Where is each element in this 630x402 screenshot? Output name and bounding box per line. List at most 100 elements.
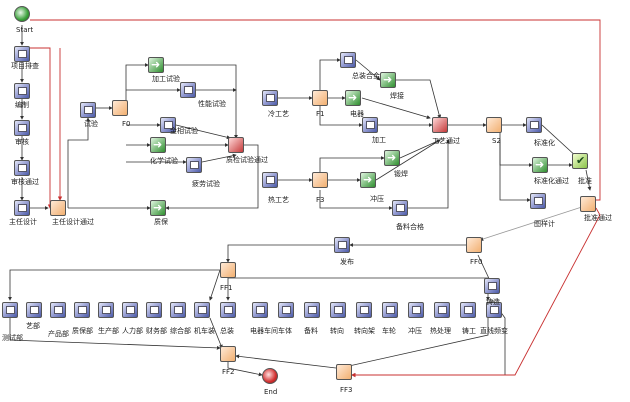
workshop-node[interactable] — [220, 302, 236, 318]
metal-test-node[interactable] — [160, 117, 176, 133]
quality-node[interactable] — [150, 200, 166, 216]
dept-node[interactable] — [26, 302, 42, 318]
node-label: F1 — [316, 110, 325, 118]
review-node[interactable] — [14, 120, 30, 136]
edit-node[interactable] — [14, 83, 30, 99]
workshop-node[interactable] — [278, 302, 294, 318]
edge — [201, 153, 237, 163]
dept-node[interactable] — [170, 302, 186, 318]
approve-pass-node[interactable] — [580, 196, 596, 212]
node-label: 加工试验 — [152, 75, 180, 83]
project-init-node[interactable] — [14, 46, 30, 62]
node-label: 批准 — [578, 177, 592, 185]
workshop-node[interactable] — [408, 302, 424, 318]
material-node[interactable] — [392, 200, 408, 216]
edge — [375, 139, 441, 181]
perf-test-node[interactable] — [180, 82, 196, 98]
node-label: 车体 — [278, 327, 292, 335]
f0-node[interactable] — [112, 100, 128, 116]
press-node[interactable] — [360, 172, 376, 188]
f3-node[interactable] — [312, 172, 328, 188]
test-pass-node[interactable] — [228, 137, 244, 153]
casting-node[interactable] — [340, 52, 356, 68]
dept-node[interactable] — [194, 302, 210, 318]
workshop-node[interactable] — [330, 302, 346, 318]
reject-edge — [30, 47, 53, 209]
workshop-node[interactable] — [356, 302, 372, 318]
cold-process-node[interactable] — [262, 90, 278, 106]
node-label: 热处理 — [430, 327, 451, 335]
node-label: 性能试验 — [198, 100, 226, 108]
end-node[interactable] — [262, 368, 278, 384]
loop-node[interactable] — [484, 278, 500, 294]
start-node[interactable] — [14, 6, 30, 22]
release-node[interactable] — [334, 237, 350, 253]
node-label: 标准化通过 — [534, 177, 569, 185]
workshop-node[interactable] — [434, 302, 450, 318]
chem-test-node[interactable] — [150, 137, 166, 153]
dept-node[interactable] — [2, 302, 18, 318]
node-label: 审核通过 — [11, 178, 39, 186]
node-label: 焊接 — [390, 92, 404, 100]
electro-node[interactable] — [345, 90, 361, 106]
node-label: 编制 — [15, 101, 29, 109]
weld-node[interactable] — [380, 72, 396, 88]
proc-test-node[interactable] — [148, 57, 164, 73]
heat-process-node[interactable] — [262, 172, 278, 188]
approve-node[interactable] — [572, 153, 588, 169]
f1-node[interactable] — [312, 90, 328, 106]
node-label: 电器 — [350, 110, 364, 118]
ff3-node[interactable] — [336, 364, 352, 380]
dept-node[interactable] — [146, 302, 162, 318]
node-label: 热工艺 — [268, 196, 289, 204]
node-label: 批准通过 — [584, 214, 612, 222]
standard-node[interactable] — [526, 117, 542, 133]
edge — [165, 144, 259, 210]
dept-node[interactable] — [98, 302, 114, 318]
node-label: 金相试验 — [170, 127, 198, 135]
machining-node[interactable] — [362, 117, 378, 133]
edge — [8, 269, 220, 301]
node-label: 人力部 — [122, 327, 143, 335]
edge — [235, 354, 337, 369]
node-label: End — [264, 388, 278, 396]
review-pass-node[interactable] — [14, 160, 30, 176]
s2-node[interactable] — [486, 117, 502, 133]
forging-node[interactable] — [384, 150, 400, 166]
design-pass-node[interactable] — [50, 200, 66, 216]
std-pass-node[interactable] — [532, 157, 548, 173]
edge — [125, 63, 149, 108]
workshop-node[interactable] — [486, 302, 502, 318]
ff1-node[interactable] — [220, 262, 236, 278]
dept-node[interactable] — [50, 302, 66, 318]
edge — [209, 317, 223, 349]
workshop-node[interactable] — [252, 302, 268, 318]
edge — [67, 117, 90, 208]
node-label: 发布 — [340, 258, 354, 266]
ff0-node[interactable] — [466, 237, 482, 253]
edge — [355, 59, 381, 81]
node-label: 电器车间 — [250, 327, 278, 335]
dept-node[interactable] — [74, 302, 90, 318]
node-label: 疲劳试验 — [192, 180, 220, 188]
node-label: 生产部 — [98, 327, 119, 335]
edge — [319, 58, 341, 98]
fatigue-test-node[interactable] — [186, 157, 202, 173]
node-label: 车轮 — [382, 327, 396, 335]
node-label: 冲压 — [370, 195, 384, 203]
workshop-node[interactable] — [382, 302, 398, 318]
node-label: 质保 — [154, 218, 168, 226]
design-node[interactable] — [14, 200, 30, 216]
node-label: 综合部 — [170, 327, 191, 335]
edge — [209, 269, 221, 301]
craft-pass-node[interactable] — [432, 117, 448, 133]
node-label: 质检试验通过 — [226, 156, 268, 164]
test-node[interactable] — [80, 102, 96, 118]
workshop-node[interactable] — [304, 302, 320, 318]
node-label: S2 — [492, 137, 501, 145]
ff2-node[interactable] — [220, 346, 236, 362]
dept-node[interactable] — [122, 302, 138, 318]
drawing-node[interactable] — [530, 193, 546, 209]
workshop-node[interactable] — [460, 302, 476, 318]
